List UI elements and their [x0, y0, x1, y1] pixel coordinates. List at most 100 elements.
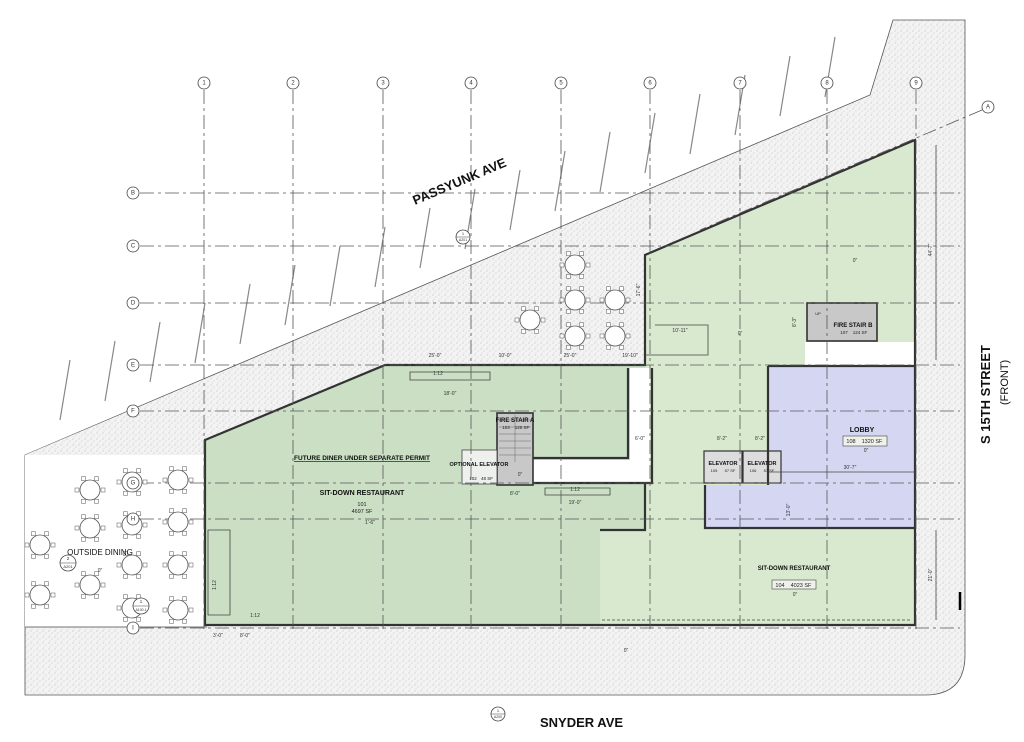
- grid-bubble-A: A: [981, 100, 995, 114]
- svg-text:10'-0": 10'-0": [499, 353, 512, 359]
- svg-text:A100.1: A100.1: [135, 608, 146, 612]
- svg-text:13'-0": 13'-0": [786, 503, 792, 516]
- grid-bubble-9: 9: [909, 76, 923, 90]
- svg-text:0": 0": [853, 258, 858, 264]
- corridor-b: [805, 342, 915, 366]
- grid-bubble-7: 7: [733, 76, 747, 90]
- svg-text:21'-0": 21'-0": [928, 568, 934, 581]
- svg-text:7: 7: [738, 81, 742, 87]
- lobby-floor: [705, 366, 915, 528]
- svg-text:1: 1: [140, 599, 143, 604]
- svg-text:1: 1: [462, 231, 465, 236]
- svg-text:OPTIONAL ELEVATOR: OPTIONAL ELEVATOR: [450, 462, 509, 468]
- svg-text:2: 2: [291, 81, 295, 87]
- svg-text:48 SF: 48 SF: [481, 476, 493, 481]
- elevator-105: [703, 450, 743, 484]
- svg-text:A201: A201: [459, 238, 467, 242]
- grid-bubble-4: 4: [464, 76, 478, 90]
- dining-table: [599, 322, 631, 350]
- svg-text:B: B: [131, 191, 135, 197]
- dining-table: [74, 571, 106, 599]
- grid-bubble-H: H: [126, 512, 140, 526]
- dining-table: [599, 286, 631, 314]
- street-label-15th: S 15TH STREET: [978, 345, 993, 444]
- section-marker[interactable]: 1 A100.1: [132, 597, 150, 615]
- svg-text:E: E: [131, 363, 135, 369]
- svg-text:H: H: [131, 517, 135, 523]
- dining-table: [162, 466, 194, 494]
- room-fire-stair-a[interactable]: FIRE STAIR A 103 125 SF 0": [496, 418, 535, 478]
- grid-bubble-8: 8: [820, 76, 834, 90]
- svg-text:D: D: [131, 301, 136, 307]
- svg-text:1:12: 1:12: [250, 613, 260, 619]
- svg-text:A201: A201: [63, 564, 73, 569]
- svg-text:10'-11": 10'-11": [672, 328, 687, 334]
- svg-text:125 SF: 125 SF: [515, 425, 530, 430]
- svg-text:108: 108: [846, 439, 855, 445]
- svg-text:1:12: 1:12: [570, 487, 580, 493]
- dining-table: [24, 581, 56, 609]
- grid-bubble-B: B: [126, 186, 140, 200]
- dining-table: [24, 531, 56, 559]
- svg-text:102: 102: [469, 476, 477, 481]
- dining-table: [559, 322, 591, 350]
- section-marker[interactable]: 1 A200: [490, 706, 506, 722]
- dining-table: [74, 514, 106, 542]
- svg-text:5: 5: [559, 81, 563, 87]
- dining-table: [162, 508, 194, 536]
- svg-text:4023 SF: 4023 SF: [791, 583, 812, 589]
- street-label-snyder: SNYDER AVE: [540, 715, 623, 730]
- grid-bubble-F: F: [126, 404, 140, 418]
- svg-text:G: G: [131, 481, 136, 487]
- svg-text:57 SF: 57 SF: [764, 468, 775, 473]
- svg-text:9: 9: [914, 81, 918, 87]
- room-restaurant-104[interactable]: SIT-DOWN RESTAURANT 104 4023 SF 0": [758, 566, 831, 598]
- room-fire-stair-b[interactable]: FIRE STAIR B 107 124 SF UP: [815, 311, 873, 335]
- dining-table: [162, 596, 194, 624]
- svg-text:C: C: [131, 244, 136, 250]
- svg-text:8'-2": 8'-2": [755, 436, 765, 442]
- svg-text:0": 0": [518, 472, 523, 478]
- future-diner-note: FUTURE DINER UNDER SEPARATE PERMIT: [294, 455, 430, 462]
- svg-text:19'-10": 19'-10": [622, 353, 638, 359]
- svg-text:4697 SF: 4697 SF: [352, 509, 373, 515]
- restaurant-west-floor: [205, 365, 645, 625]
- optional-elevator: [461, 449, 498, 485]
- svg-text:ELEVATOR: ELEVATOR: [708, 461, 737, 467]
- room-elevator-105[interactable]: ELEVATOR 105 57 SF: [708, 461, 737, 473]
- grid-bubble-6: 6: [643, 76, 657, 90]
- grid-bubble-5: 5: [554, 76, 568, 90]
- courtyard-wall: [645, 324, 709, 356]
- room-lobby[interactable]: LOBBY 108 1320 SF 0": [842, 427, 888, 454]
- stair-treads: [499, 415, 531, 462]
- section-marker[interactable]: 1 A201: [455, 229, 471, 245]
- svg-text:18'-0": 18'-0": [444, 391, 457, 397]
- room-elevator-106[interactable]: ELEVATOR 106 57 SF: [747, 461, 776, 473]
- svg-text:4: 4: [469, 81, 473, 87]
- grid-bubble-I: I: [126, 621, 140, 635]
- svg-text:FIRE STAIR B: FIRE STAIR B: [834, 323, 874, 329]
- room-restaurant-101[interactable]: SIT-DOWN RESTAURANT 101 4697 SF 1'-6": [320, 490, 405, 526]
- svg-text:1:12: 1:12: [212, 580, 218, 590]
- corridor: [630, 368, 650, 483]
- svg-text:8'-3": 8'-3": [792, 317, 798, 327]
- grid-bubble-2: 2: [286, 76, 300, 90]
- dining-table: [514, 306, 546, 334]
- svg-text:44'-7": 44'-7": [928, 243, 934, 256]
- svg-text:SIT-DOWN RESTAURANT: SIT-DOWN RESTAURANT: [758, 566, 831, 572]
- street-label-15th-note: (FRONT): [999, 360, 1011, 405]
- svg-text:6: 6: [648, 81, 652, 87]
- svg-text:1: 1: [497, 708, 500, 713]
- svg-text:SIT-DOWN RESTAURANT: SIT-DOWN RESTAURANT: [320, 490, 405, 497]
- room-optional-elevator[interactable]: OPTIONAL ELEVATOR 102 48 SF: [450, 462, 509, 481]
- svg-text:0": 0": [624, 648, 629, 654]
- svg-text:124 SF: 124 SF: [853, 330, 868, 335]
- svg-text:0": 0": [864, 448, 869, 454]
- svg-text:3: 3: [381, 81, 385, 87]
- svg-text:8'-0": 8'-0": [240, 633, 250, 639]
- svg-text:106: 106: [750, 468, 757, 473]
- section-marker[interactable]: 2 A201: [59, 554, 77, 572]
- svg-text:104: 104: [775, 583, 784, 589]
- ramp: [207, 371, 611, 616]
